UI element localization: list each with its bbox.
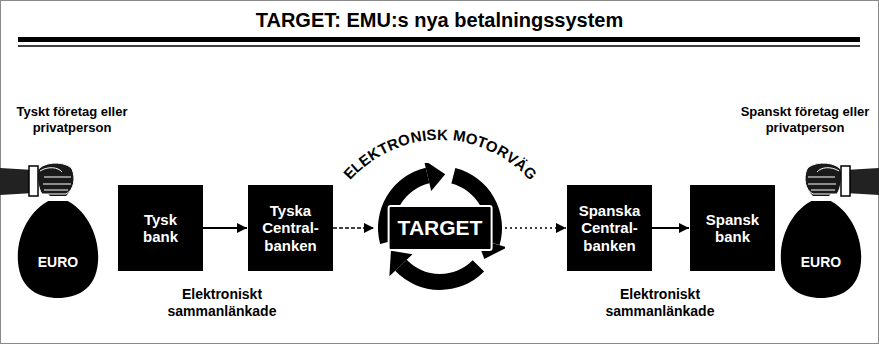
arc-letter: K (437, 127, 448, 142)
box-label: Spansk bank (700, 211, 765, 246)
bank-box: Spanska Central- banken (567, 185, 652, 271)
flow-arrow (652, 227, 689, 229)
currency-label: EURO (786, 254, 856, 270)
bank-box: Tyska Central- banken (248, 185, 333, 271)
system-label: TARGET (388, 205, 493, 251)
flow-arrow (203, 227, 247, 229)
bank-box: Tysk bank (118, 185, 203, 271)
diagram-title: TARGET: EMU:s nya betalningssystem (0, 9, 879, 32)
arc-letter: S (426, 127, 437, 143)
box-label: Tysk bank (128, 211, 193, 246)
box-label: Spanska Central- banken (577, 202, 642, 254)
flow-arrow (333, 227, 374, 228)
currency-label: EURO (23, 254, 93, 270)
link-note: Elektroniskt sammanlänkade (157, 286, 287, 320)
flow-arrow (505, 227, 566, 228)
link-note: Elektroniskt sammanlänkade (595, 286, 725, 320)
box-label: Tyska Central- banken (258, 202, 323, 254)
money-bag (0, 163, 98, 298)
money-bag (781, 163, 879, 298)
party-heading: Tyskt företag eller privatperson (2, 104, 142, 137)
bank-box: Spansk bank (690, 185, 775, 271)
party-heading: Spanskt företag eller privatperson (736, 104, 874, 137)
money-bag-node: Spanskt företag eller privatpersonEURO (736, 100, 874, 300)
title-rule (18, 37, 860, 42)
title-rule (18, 45, 860, 47)
target-ring: ELEKTRONISK MOTORVÄGTARGET (375, 163, 505, 293)
